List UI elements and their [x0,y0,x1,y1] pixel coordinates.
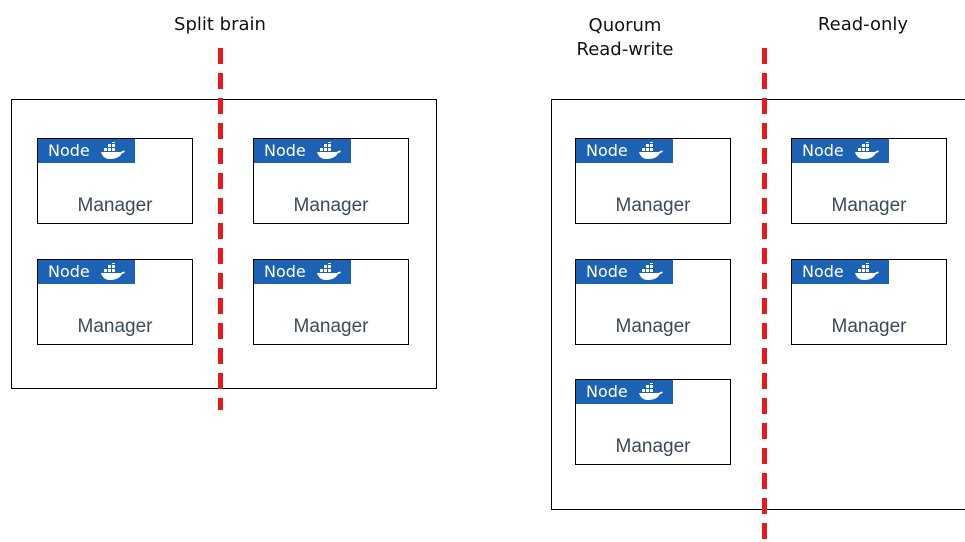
left-partition-line [218,48,223,410]
node-header: Node [254,139,351,163]
left-node-1: Node Manager [37,138,193,224]
node-title: Node [586,382,628,401]
right-partition-line [762,48,767,542]
node-header: Node [254,260,351,284]
node-header: Node [792,139,889,163]
node-header: Node [792,260,889,284]
node-role: Manager [293,316,369,337]
quorum-label: Quorum Read-write [565,14,685,62]
node-header: Node [576,139,673,163]
left-node-4: Node Manager [253,259,409,345]
docker-whale-icon [316,263,342,281]
right-node-1: Node Manager [575,138,731,224]
node-role: Manager [831,316,907,337]
docker-whale-icon [638,142,664,160]
node-role: Manager [77,316,153,337]
node-header: Node [38,260,135,284]
docker-whale-icon [638,383,664,401]
quorum-label-line2: Read-write [576,39,674,60]
node-title: Node [586,262,628,281]
node-title: Node [586,141,628,160]
node-role: Manager [615,316,691,337]
docker-whale-icon [100,263,126,281]
node-role: Manager [831,195,907,216]
right-node-5: Node Manager [575,379,731,465]
left-node-2: Node Manager [253,138,409,224]
node-header: Node [38,139,135,163]
docker-whale-icon [100,142,126,160]
right-node-3: Node Manager [575,259,731,345]
node-role: Manager [77,195,153,216]
right-node-4: Node Manager [791,259,947,345]
node-role: Manager [615,195,691,216]
docker-whale-icon [854,263,880,281]
left-node-3: Node Manager [37,259,193,345]
node-role: Manager [293,195,369,216]
node-title: Node [802,262,844,281]
node-header: Node [576,380,673,404]
read-only-label: Read-only [817,14,909,35]
node-title: Node [264,262,306,281]
docker-whale-icon [854,142,880,160]
node-title: Node [802,141,844,160]
right-node-2: Node Manager [791,138,947,224]
node-title: Node [264,141,306,160]
split-brain-label: Split brain [174,14,266,35]
node-role: Manager [615,436,691,457]
node-title: Node [48,262,90,281]
node-header: Node [576,260,673,284]
docker-whale-icon [638,263,664,281]
docker-whale-icon [316,142,342,160]
node-title: Node [48,141,90,160]
quorum-label-line1: Quorum [588,15,662,36]
